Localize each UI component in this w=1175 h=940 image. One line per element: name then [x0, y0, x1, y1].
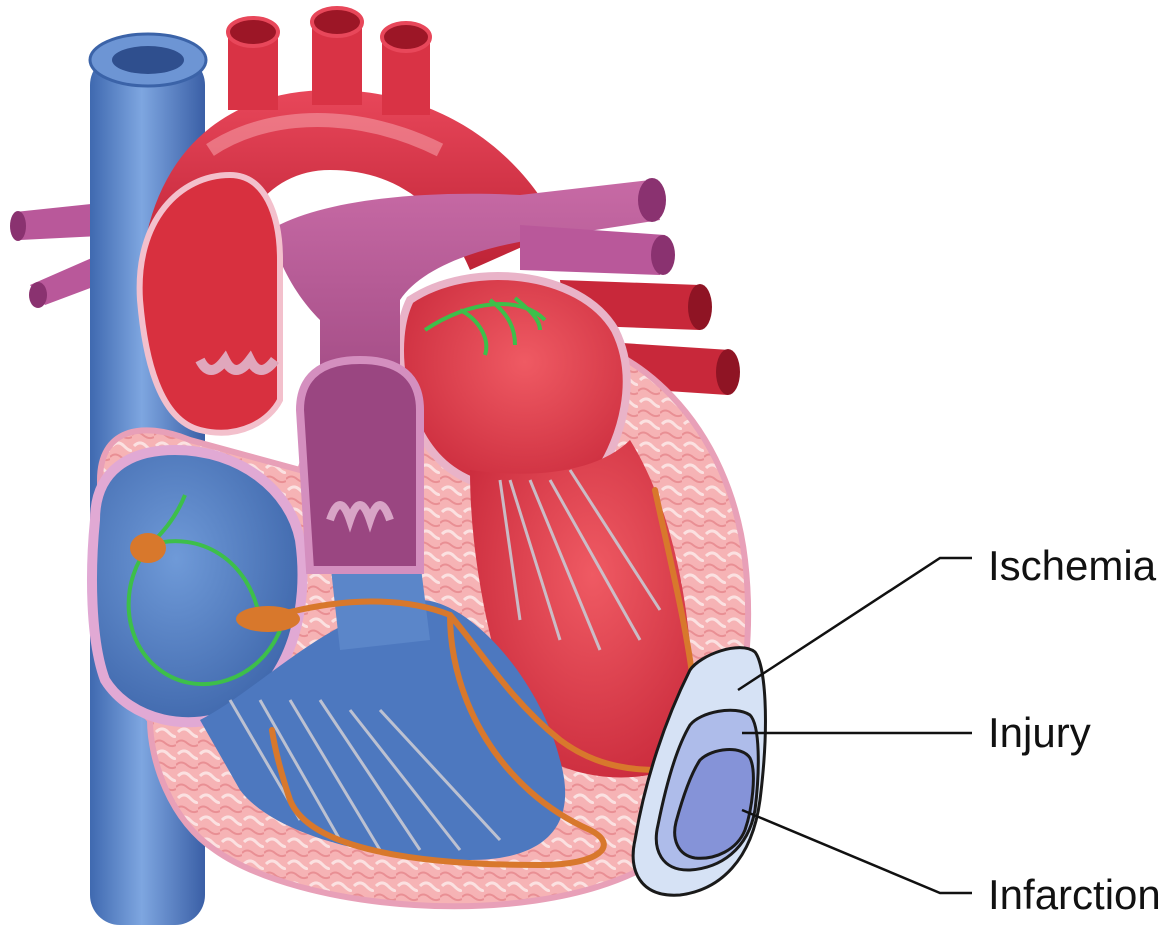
leader-lines [738, 558, 972, 893]
atrioventricular-node [236, 606, 300, 632]
sinoatrial-node [130, 533, 166, 563]
infarction-label: Infarction [988, 874, 1161, 916]
ischemia-label: Ischemia [988, 545, 1156, 587]
injury-label: Injury [988, 712, 1091, 754]
aortic-outflow [140, 175, 280, 433]
pulmonary-valve [300, 360, 420, 570]
